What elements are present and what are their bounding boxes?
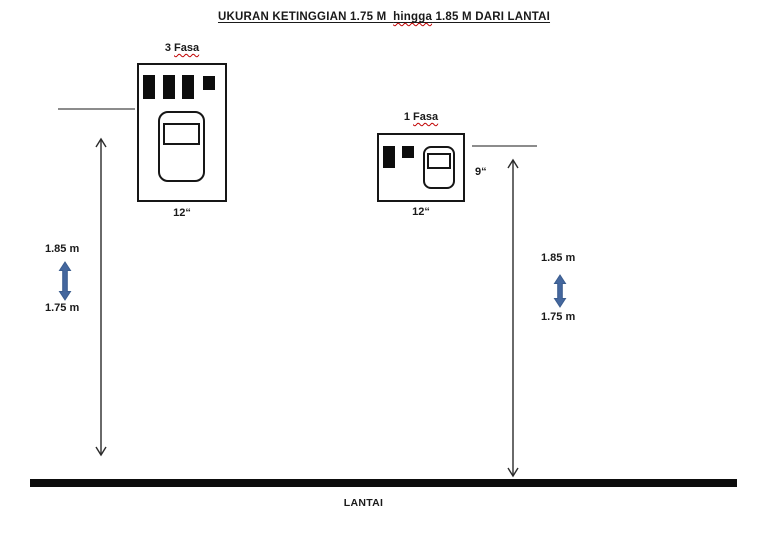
kwh-meter-icon: [423, 146, 455, 189]
three-phase-meter-box: [137, 63, 227, 202]
left-reference-line: [58, 108, 135, 110]
title-text: UKURAN KETINGGIAN 1.75 M hingga 1.85 M D…: [217, 11, 551, 23]
three-phase-width-label: 12“: [173, 207, 191, 219]
page-title: UKURAN KETINGGIAN 1.75 M hingga 1.85 M D…: [0, 7, 768, 25]
breaker-module-icon: [383, 146, 395, 168]
single-phase-width-label: 12“: [412, 206, 430, 218]
left-range-double-arrow-icon: [58, 261, 72, 301]
right-reference-line: [472, 145, 537, 147]
breaker-module-icon: [182, 75, 194, 99]
single-phase-label: 1 Fasa: [403, 111, 439, 123]
three-phase-label: 3 Fasa: [164, 42, 200, 54]
kwh-meter-icon: [158, 111, 205, 182]
floor-label: LANTAI: [343, 497, 384, 509]
right-height-arrow: [507, 158, 519, 478]
floor-line: [30, 479, 737, 487]
left-lower-height-label: 1.75 m: [45, 302, 80, 314]
breaker-module-icon: [163, 75, 175, 99]
breaker-module-icon: [203, 76, 215, 90]
breaker-module-icon: [143, 75, 155, 99]
title-misspelled-word: hingga: [393, 11, 433, 23]
left-height-arrow: [95, 137, 107, 457]
left-upper-height-label: 1.85 m: [45, 243, 80, 255]
right-upper-height-label: 1.85 m: [541, 252, 576, 264]
right-lower-height-label: 1.75 m: [541, 311, 576, 323]
meter-display-window: [163, 123, 200, 145]
single-phase-offset-label: 9“: [475, 166, 487, 178]
meter-display-window: [427, 153, 451, 169]
breaker-module-icon: [402, 146, 414, 158]
single-phase-meter-box: [377, 133, 465, 202]
right-range-double-arrow-icon: [553, 274, 567, 308]
